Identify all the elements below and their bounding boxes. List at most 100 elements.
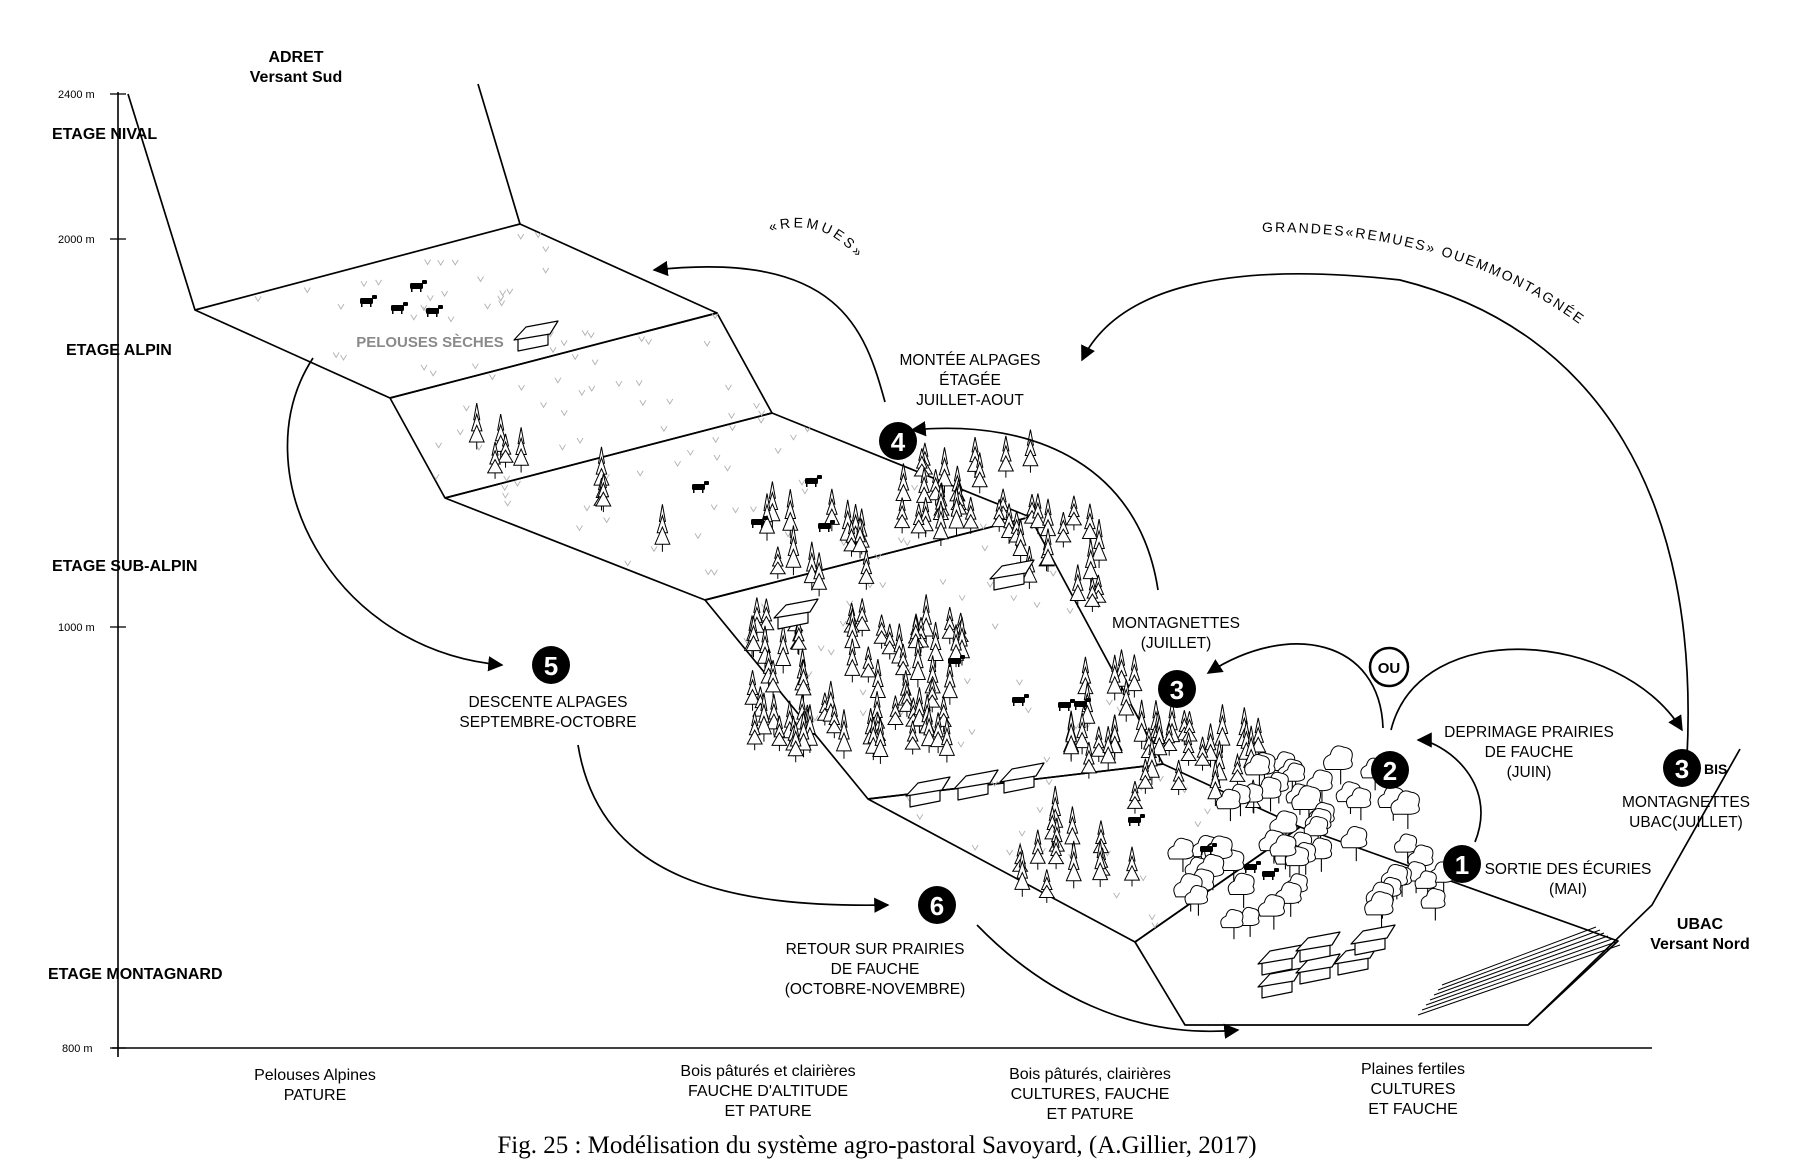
step-5-label-line-1: DESCENTE ALPAGES — [468, 694, 627, 711]
conifer-tree — [497, 433, 514, 468]
conifer-tree — [851, 516, 869, 559]
cow — [360, 295, 377, 307]
grass-tuft — [757, 417, 765, 424]
ou-marker — [1368, 646, 1410, 688]
cow — [948, 655, 965, 667]
grass-tuft — [560, 340, 568, 347]
step-2-label-line-2: DE FAUCHE — [1485, 744, 1574, 761]
grass-tuft — [588, 385, 596, 392]
zone-3-line-3: ET PATURE — [1046, 1106, 1133, 1123]
chalet — [953, 769, 999, 801]
conifer-tree — [746, 711, 763, 751]
conifer-tree — [860, 646, 877, 683]
zone-4-line-2: CULTURES — [1370, 1081, 1455, 1098]
grass-tuft — [587, 332, 595, 339]
step-3bis-badge: 3 — [1663, 749, 1701, 787]
conifer-tree — [795, 659, 812, 702]
grass-tuft — [991, 623, 999, 630]
conifer-tree — [1137, 758, 1154, 794]
grass-tuft — [303, 287, 311, 294]
conifer-tree — [755, 692, 773, 742]
conifer-tree — [894, 643, 912, 681]
conifer-tree — [1022, 429, 1039, 473]
grass-tuft — [859, 689, 867, 696]
grass-tuft — [805, 671, 813, 678]
zone-1-line-1: Pelouses Alpines — [254, 1067, 376, 1084]
grass-tuft — [1148, 914, 1156, 921]
grass-tuft — [576, 437, 584, 444]
grass-tuft — [645, 338, 652, 346]
conifer-tree — [1029, 829, 1046, 870]
etage-montagnard: ETAGE MONTAGNARD — [48, 966, 223, 983]
conifer-tree — [1039, 528, 1057, 572]
svg-text:6: 6 — [930, 891, 944, 921]
conifer-tree — [909, 637, 927, 688]
broadleaf-tree — [1306, 769, 1333, 804]
grass-tuft — [903, 540, 911, 547]
conifer-tree — [1123, 846, 1141, 887]
step-1-label-line-1: SORTIE DES ÉCURIES — [1485, 861, 1652, 878]
grass-tuft — [704, 569, 712, 576]
conifer-tree — [1160, 723, 1178, 756]
chalet — [1295, 931, 1341, 963]
grass-tuft — [518, 384, 525, 392]
chalet — [999, 762, 1045, 794]
valley-floor-outline — [1134, 826, 1619, 1026]
conifer-tree — [486, 441, 504, 479]
conifer-tree — [858, 549, 875, 590]
broadleaf-tree — [1269, 834, 1297, 870]
grass-tuft — [1033, 601, 1041, 609]
grass-tuft — [549, 347, 557, 354]
grass-tuft — [340, 354, 347, 361]
grass-tuft — [790, 434, 797, 441]
step-2-label-line-3: (JUIN) — [1507, 764, 1552, 781]
conifer-tree — [1000, 503, 1018, 544]
conifer-tree — [1064, 806, 1081, 851]
broadleaf-tree — [1220, 908, 1244, 940]
pelouses-seches-label: PELOUSES SÈCHES — [356, 334, 504, 351]
grass-tuft — [410, 314, 418, 321]
grass-tuft — [583, 505, 591, 512]
conifer-tree — [1126, 654, 1143, 698]
conifer-tree — [904, 720, 921, 755]
conifer-tree — [790, 619, 808, 655]
conifer-tree — [947, 624, 965, 668]
conifer-tree — [873, 614, 890, 649]
cow — [692, 481, 709, 493]
conifer-tree — [887, 695, 904, 730]
grass-tuft — [559, 444, 566, 451]
conifer-tree — [775, 623, 792, 674]
conifer-tree — [810, 552, 828, 597]
conifer-tree — [764, 659, 782, 699]
conifer-tree — [1207, 759, 1224, 807]
zone-3-line-1: Bois pâturés, clairières — [1009, 1066, 1171, 1083]
conifer-tree — [910, 503, 927, 539]
grass-tuft — [639, 400, 647, 407]
chalet — [989, 559, 1035, 591]
conifer-tree — [826, 703, 843, 739]
conifer-tree — [1133, 699, 1150, 750]
conifer-tree — [1047, 834, 1065, 870]
conifer-tree — [1055, 511, 1072, 548]
grass-tuft — [666, 398, 674, 405]
step-4-badge: 4 — [879, 422, 917, 460]
conifer-tree — [893, 497, 911, 534]
arrow-to-step3bis — [1390, 648, 1683, 732]
grass-tuft — [332, 352, 340, 359]
broadleaf-tree — [1167, 837, 1194, 873]
grass-tuft — [337, 303, 345, 310]
conifer-tree — [941, 607, 958, 645]
altitude-1000: 1000 m — [58, 622, 95, 634]
grass-tuft — [817, 645, 825, 652]
grass-tuft — [1049, 570, 1057, 577]
grass-tuft — [554, 377, 562, 384]
svg-text:3: 3 — [1170, 675, 1184, 705]
arrow-to-step3 — [1206, 643, 1384, 729]
cow — [805, 475, 822, 487]
arrow-to-step2 — [1416, 732, 1482, 843]
grass-tuft — [424, 259, 432, 266]
grass-tuft — [710, 504, 718, 511]
remues-label: «REMUES» — [767, 214, 868, 261]
conifer-tree — [744, 670, 761, 711]
grass-tuft — [517, 233, 525, 240]
